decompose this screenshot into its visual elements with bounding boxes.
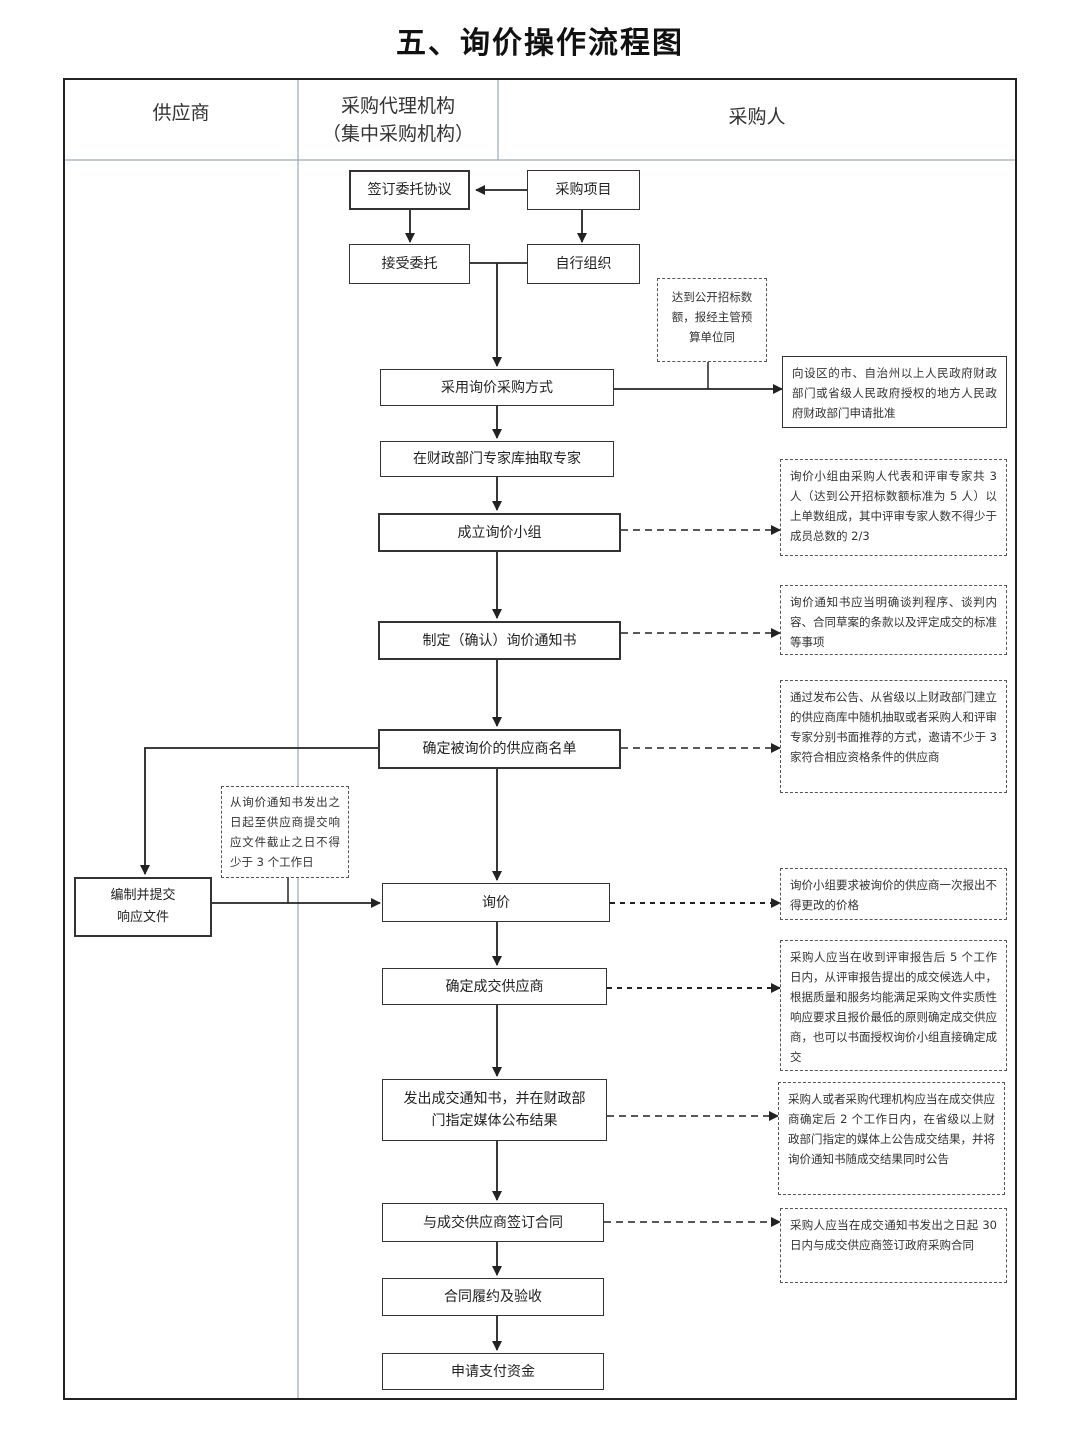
note-determine-rule: 采购人应当在收到评审报告后 5 个工作日内，从评审报告提出的成交候选人中，根据质… xyxy=(780,940,1007,1071)
note-announce-rule: 采购人或者采购代理机构应当在成交供应商确定后 2 个工作日内，在省级以上财政部门… xyxy=(778,1082,1005,1195)
step-prepare-response: 编制并提交 响应文件 xyxy=(74,877,212,937)
column-agency-line1: 采购代理机构 xyxy=(340,95,455,117)
column-agency: 采购代理机构 （集中采购机构） xyxy=(299,92,497,148)
column-purchaser: 采购人 xyxy=(728,106,786,128)
note-one-time-quote: 询价小组要求被询价的供应商一次报出不得更改的价格 xyxy=(780,868,1007,920)
note-notice-content: 询价通知书应当明确谈判程序、谈判内容、合同草案的条款以及评定成交的标准等事项 xyxy=(780,585,1007,655)
step-prepare-response-line2: 响应文件 xyxy=(116,910,169,925)
step-apply-payment: 申请支付资金 xyxy=(382,1353,604,1390)
page-title: 五、询价操作流程图 xyxy=(396,26,684,61)
step-draft-notice: 制定（确认）询价通知书 xyxy=(378,621,621,660)
step-sign-agreement: 签订委托协议 xyxy=(349,170,470,210)
step-prepare-response-line1: 编制并提交 xyxy=(110,888,176,903)
step-inquiry: 询价 xyxy=(382,883,610,922)
flowchart-frame xyxy=(63,78,1017,1400)
step-adopt-inquiry: 采用询价采购方式 xyxy=(380,369,614,406)
step-issue-notice-line2: 门指定媒体公布结果 xyxy=(431,1113,558,1129)
step-acceptance: 合同履约及验收 xyxy=(382,1278,604,1316)
note-public-bidding: 达到公开招标数额，报经主管预算单位同 xyxy=(657,278,767,362)
column-supplier: 供应商 xyxy=(152,102,210,124)
note-response-deadline: 从询价通知书发出之日起至供应商提交响应文件截止之日不得少于 3 个工作日 xyxy=(221,786,349,878)
step-issue-notice-line1: 发出成交通知书，并在财政部 xyxy=(403,1091,586,1107)
step-form-group: 成立询价小组 xyxy=(378,513,621,552)
column-agency-line2: （集中采购机构） xyxy=(321,123,474,145)
step-issue-notice: 发出成交通知书，并在财政部 门指定媒体公布结果 xyxy=(382,1079,607,1141)
step-draw-experts: 在财政部门专家库抽取专家 xyxy=(380,441,614,477)
step-determine-supplier: 确定成交供应商 xyxy=(382,968,607,1005)
note-supplier-selection: 通过发布公告、从省级以上财政部门建立的供应商库中随机抽取或者采购人和评审专家分别… xyxy=(780,680,1007,793)
step-accept-entrust: 接受委托 xyxy=(349,244,470,284)
step-self-organize: 自行组织 xyxy=(527,244,640,284)
step-supplier-list: 确定被询价的供应商名单 xyxy=(378,729,621,769)
step-sign-contract: 与成交供应商签订合同 xyxy=(382,1203,604,1242)
note-approval: 向设区的市、自治州以上人民政府财政部门或省级人民政府授权的地方人民政府财政部门申… xyxy=(782,356,1007,428)
note-group-composition: 询价小组由采购人代表和评审专家共 3 人（达到公开招标数额标准为 5 人）以上单… xyxy=(780,459,1007,556)
note-contract-rule: 采购人应当在成交通知书发出之日起 30 日内与成交供应商签订政府采购合同 xyxy=(780,1208,1007,1283)
step-purchase-project: 采购项目 xyxy=(527,170,640,210)
